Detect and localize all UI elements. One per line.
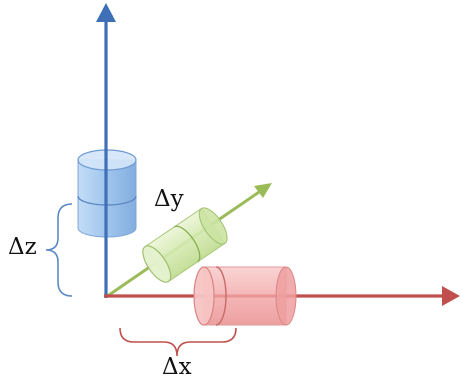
delta-y-label: Δy — [154, 186, 184, 212]
delta-z-brace — [45, 203, 73, 297]
delta-x-label: Δx — [162, 354, 192, 380]
y-axis-arrowhead — [254, 183, 272, 198]
z-axis — [96, 3, 116, 298]
delta-z-label: Δz — [8, 234, 37, 260]
x-axis-arrowhead — [442, 286, 460, 306]
z-axis-arrowhead — [96, 3, 116, 22]
red-cylinder — [193, 266, 297, 326]
delta-x-brace — [119, 327, 237, 357]
green-cylinder — [142, 207, 228, 283]
